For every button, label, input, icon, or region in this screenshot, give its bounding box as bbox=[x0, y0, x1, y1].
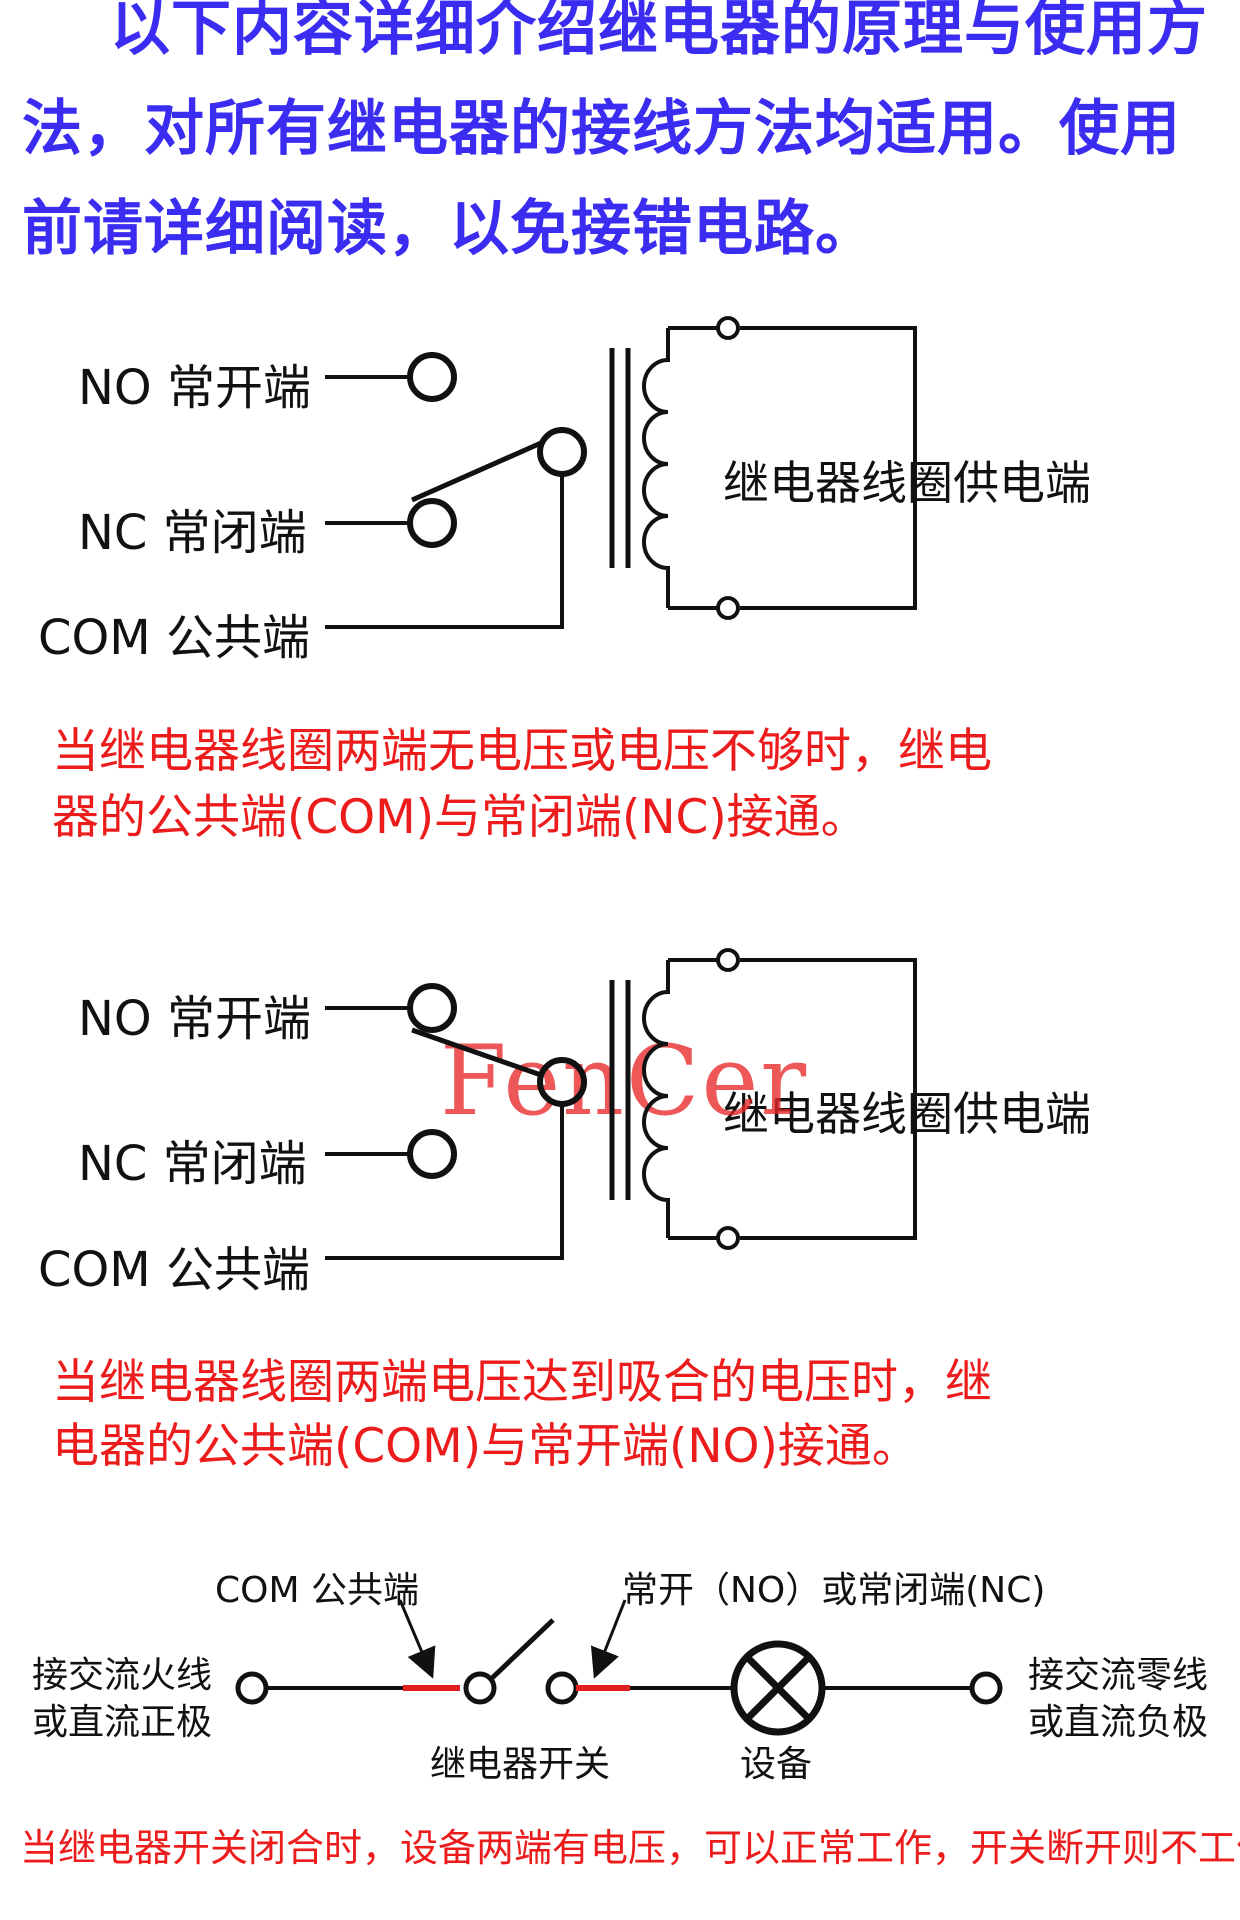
d1-coil-supply-right bbox=[740, 326, 917, 610]
d1-coil bbox=[642, 328, 670, 608]
intro-line-3: 前请详细阅读，以免接错电路。 bbox=[22, 194, 876, 264]
wiring-no-nc-label: 常开（NO）或常闭端(NC) bbox=[622, 1570, 1046, 1611]
com-arrow-icon bbox=[398, 1599, 436, 1679]
d2-nc-label: NC 常闭端 bbox=[78, 1136, 307, 1192]
d1-coil-terminal-bottom bbox=[716, 596, 740, 620]
wiring-com-label: COM 公共端 bbox=[215, 1570, 419, 1611]
device-lamp-icon bbox=[730, 1640, 826, 1736]
wiring-right-line-2: 或直流负极 bbox=[1028, 1702, 1209, 1743]
wiring-switch-blade bbox=[488, 1618, 555, 1682]
d2-note-line-2: 电器的公共端(COM)与常开端(NO)接通。 bbox=[52, 1419, 919, 1474]
d2-coil-supply-right bbox=[740, 958, 917, 1240]
d1-com-wire bbox=[325, 474, 564, 629]
d1-no-label: NO 常开端 bbox=[78, 360, 311, 416]
d2-coil bbox=[642, 960, 670, 1238]
watermark: FenCer bbox=[440, 1025, 809, 1137]
diagram-2 bbox=[325, 948, 917, 1260]
d1-armature bbox=[410, 440, 543, 503]
d1-note-line-1: 当继电器线圈两端无电压或电压不够时，继电 bbox=[52, 724, 992, 779]
d2-note-line-1: 当继电器线圈两端电压达到吸合的电压时，继 bbox=[52, 1355, 992, 1410]
wiring-switch-left-contact bbox=[463, 1671, 497, 1705]
no-nc-arrow-icon bbox=[590, 1599, 627, 1679]
d2-armature bbox=[411, 1027, 542, 1078]
d1-note-line-2: 器的公共端(COM)与常闭端(NC)接通。 bbox=[52, 790, 868, 845]
wiring-left-line-2: 或直流正极 bbox=[32, 1702, 213, 1743]
d2-com-wire bbox=[325, 1104, 564, 1260]
wiring-device-label: 设备 bbox=[740, 1744, 813, 1785]
d2-nc-terminal bbox=[407, 1129, 457, 1179]
d2-coil-terminal-top bbox=[716, 948, 740, 972]
d2-no-terminal bbox=[407, 983, 457, 1033]
d2-com-pivot bbox=[537, 1057, 587, 1107]
intro-line-1: 以下内容详细介绍继电器的原理与使用方 bbox=[110, 0, 1208, 64]
wiring-right-line-1: 接交流零线 bbox=[1028, 1655, 1209, 1696]
d2-com-label: COM 公共端 bbox=[38, 1242, 310, 1298]
d2-no-label: NO 常开端 bbox=[78, 991, 311, 1047]
d1-nc-label: NC 常闭端 bbox=[78, 505, 307, 561]
wiring-left-line-1: 接交流火线 bbox=[32, 1655, 213, 1696]
d2-coil-label: 继电器线圈供电端 bbox=[723, 1087, 1091, 1141]
d1-com-label: COM 公共端 bbox=[38, 610, 310, 666]
wiring-diagram bbox=[235, 1599, 1003, 1736]
wiring-switch-right-contact bbox=[545, 1671, 579, 1705]
d1-nc-terminal bbox=[407, 498, 457, 548]
intro-line-2: 法，对所有继电器的接线方法均适用。使用 bbox=[22, 94, 1181, 164]
diagram-1 bbox=[325, 316, 917, 629]
wiring-right-terminal bbox=[969, 1671, 1003, 1705]
wiring-left-terminal bbox=[235, 1671, 269, 1705]
d1-no-terminal bbox=[407, 352, 457, 402]
d1-com-pivot bbox=[537, 427, 587, 477]
d2-coil-terminal-bottom bbox=[716, 1226, 740, 1250]
d1-coil-label: 继电器线圈供电端 bbox=[723, 456, 1091, 510]
d1-coil-terminal-top bbox=[716, 316, 740, 340]
wiring-note: 当继电器开关闭合时，设备两端有电压，可以正常工作，开关断开则不工作 bbox=[20, 1826, 1240, 1870]
wiring-switch-label: 继电器开关 bbox=[430, 1744, 611, 1785]
